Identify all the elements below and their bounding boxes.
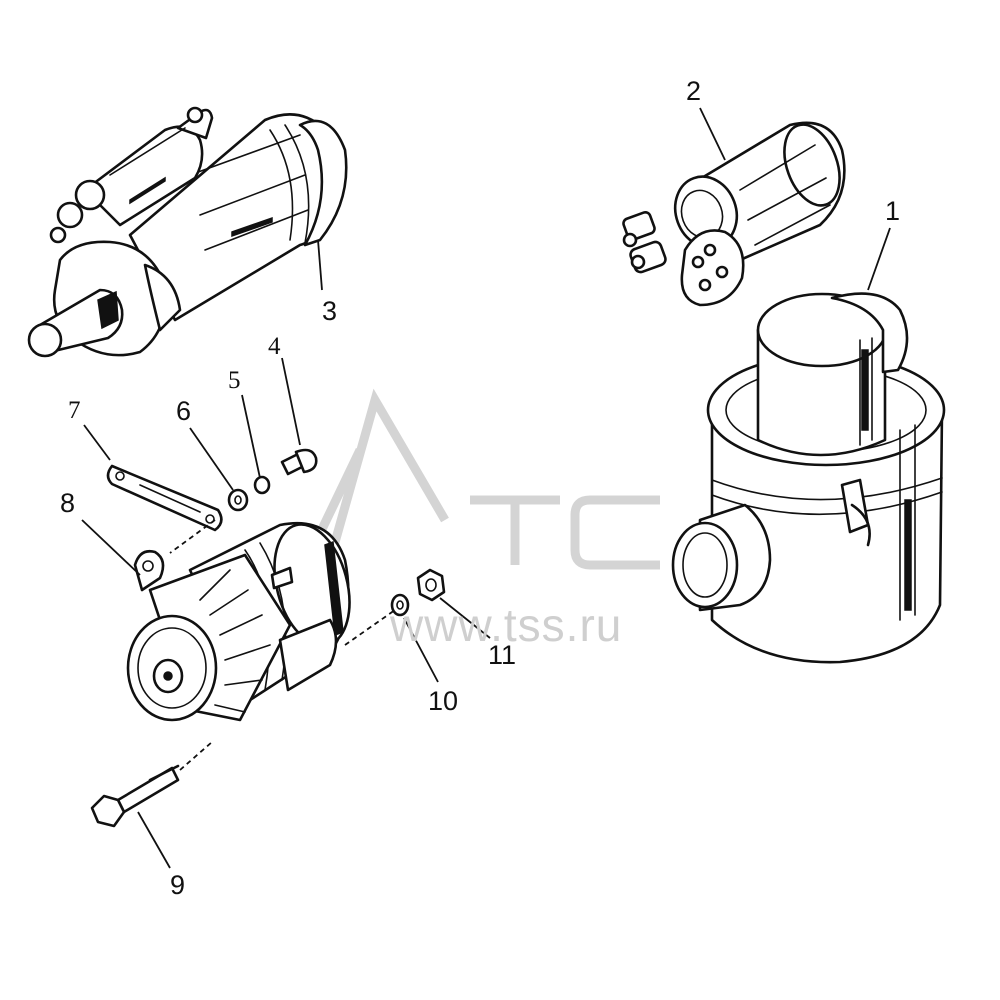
callout-4: 4 — [268, 333, 281, 360]
callout-1: 1 — [885, 196, 901, 226]
part-7-bracket — [106, 464, 223, 532]
watermark-logo — [295, 388, 660, 577]
callout-2: 2 — [686, 76, 702, 106]
part-8-alternator — [126, 521, 351, 722]
part-11-nut — [416, 568, 446, 602]
part-1-air-cleaner — [671, 292, 946, 664]
callout-10: 10 — [428, 686, 459, 716]
callout-8: 8 — [60, 488, 76, 518]
part-3-starter-motor — [27, 106, 348, 358]
part-6-washer — [227, 488, 249, 512]
callout-9: 9 — [170, 870, 186, 900]
part-10-washer — [390, 593, 410, 617]
callout-11: 11 — [488, 640, 517, 670]
part-2-coil — [622, 121, 846, 307]
part-4-bolt — [280, 448, 318, 476]
watermark-url: www.tss.ru — [390, 599, 623, 651]
callout-7: 7 — [68, 397, 81, 424]
callout-3: 3 — [322, 296, 338, 326]
part-9-bolt — [90, 764, 180, 828]
callout-6: 6 — [176, 396, 192, 426]
callout-5: 5 — [228, 367, 241, 394]
part-5-lock-washer — [253, 475, 271, 495]
